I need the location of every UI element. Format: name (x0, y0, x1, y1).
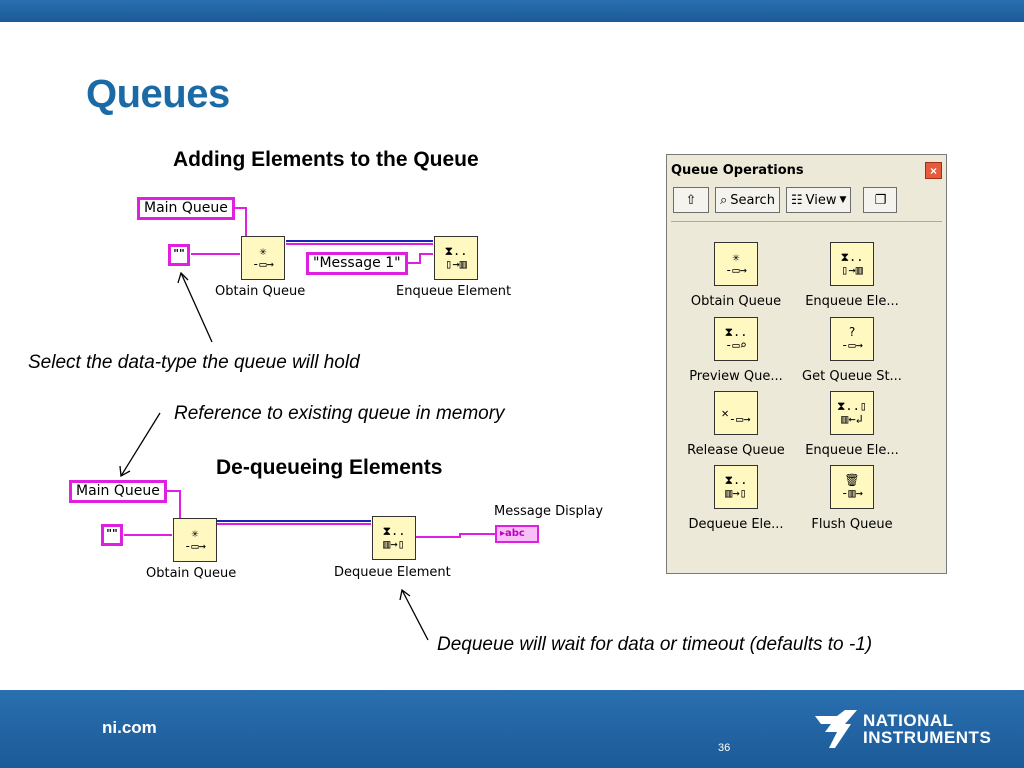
arrow-dequeue-head (399, 588, 411, 601)
dequeue-element-icon: ⧗..▥→▯ (382, 524, 406, 551)
palette-item-enqueue-element-opposite-end[interactable]: ⧗..▯▥←↲ Enqueue Ele... (794, 391, 910, 458)
view-button[interactable]: ☷ View ▼ (785, 187, 852, 213)
arrow-datatype-head (177, 271, 189, 284)
palette-item-enqueue-element[interactable]: ⧗..▯→▥ Enqueue Ele... (794, 242, 910, 309)
palette-item-label: Dequeue Ele... (688, 517, 784, 532)
message-display-label: Message Display (494, 504, 604, 519)
palette-item-label: Release Queue (687, 443, 785, 458)
dequeue-element-node[interactable]: ⧗..▥→▯ (372, 516, 416, 560)
palette-title: Queue Operations (671, 162, 804, 178)
palette-item-flush-queue[interactable]: 🗑-▥→ Flush Queue (794, 465, 910, 532)
obtain-queue-icon: ✳-▭→ (714, 242, 758, 286)
section-heading-dequeue: De-queueing Elements (216, 456, 443, 479)
palette-title-bar: Queue Operations × (667, 155, 946, 185)
dequeue-element-label: Dequeue Element (334, 565, 451, 580)
release-queue-icon: ✕-▭→ (714, 391, 758, 435)
palette-item-label: Flush Queue (811, 517, 893, 532)
national-instruments-logo: NATIONAL INSTRUMENTS (815, 710, 991, 748)
get-queue-status-icon: ?-▭→ (830, 317, 874, 361)
enqueue-element-at-opposite-end-icon: ⧗..▯▥←↲ (830, 391, 874, 435)
arrow-dequeue-line (401, 589, 429, 641)
message-constant[interactable]: "Message 1" (306, 252, 408, 275)
logo-wordmark: NATIONAL INSTRUMENTS (863, 712, 991, 746)
obtain-queue-node-bottom[interactable]: ✳-▭→ (173, 518, 217, 562)
note-dequeue: Dequeue will wait for data or timeout (d… (437, 634, 873, 655)
top-banner (0, 0, 1024, 22)
palette-body: ✳-▭→ Obtain Queue ⧗..▯→▥ Enqueue Ele... … (671, 221, 942, 569)
chevron-down-icon: ▼ (839, 195, 847, 205)
datatype-constant-bottom[interactable]: "" (101, 524, 123, 546)
palette-item-label: Enqueue Ele... (805, 294, 899, 309)
flush-queue-icon: 🗑-▥→ (830, 465, 874, 509)
ni-eagle-icon (815, 710, 857, 748)
palette-toolbar: ⇧ ⌕ Search ☷ View ▼ ❐ (667, 185, 946, 215)
note-datatype: Select the data-type the queue will hold (28, 352, 360, 373)
main-queue-constant-top[interactable]: Main Queue (137, 197, 235, 220)
footer-url: ni.com (102, 718, 157, 737)
wire-element-bottom (415, 533, 495, 538)
up-arrow-button[interactable]: ⇧ (673, 187, 709, 213)
footer-banner: ni.com 36 NATIONAL INSTRUMENTS (0, 690, 1024, 768)
palette-item-label: Enqueue Ele... (805, 443, 899, 458)
slide-title: Queues (86, 72, 230, 116)
palette-item-obtain-queue[interactable]: ✳-▭→ Obtain Queue (678, 242, 794, 309)
obtain-queue-icon: ✳-▭→ (184, 526, 206, 553)
queue-operations-palette: Queue Operations × ⇧ ⌕ Search ☷ View ▼ ❐… (666, 154, 947, 574)
logo-line2: INSTRUMENTS (863, 728, 992, 747)
palette-item-label: Obtain Queue (690, 294, 782, 309)
palette-item-label: Preview Que... (689, 369, 783, 384)
search-button-label: Search (730, 192, 775, 208)
logo-line1: NATIONAL (863, 711, 954, 730)
palette-item-get-queue-status[interactable]: ?-▭→ Get Queue St... (794, 317, 910, 384)
main-queue-constant-bottom[interactable]: Main Queue (69, 480, 167, 503)
preview-queue-icon: ⧗..-▭⌕ (714, 317, 758, 361)
arrow-reference-line (120, 412, 161, 477)
palette-item-label: Get Queue St... (802, 369, 902, 384)
dequeue-element-icon: ⧗..▥→▯ (714, 465, 758, 509)
up-arrow-icon: ⇧ (685, 192, 697, 208)
note-reference: Reference to existing queue in memory (174, 403, 505, 424)
obtain-queue-node-top[interactable]: ✳-▭→ (241, 236, 285, 280)
datatype-constant-top[interactable]: "" (168, 244, 190, 266)
arrow-reference-head (119, 465, 131, 478)
palette-item-dequeue-element[interactable]: ⧗..▥→▯ Dequeue Ele... (678, 465, 794, 532)
view-button-label: View (805, 192, 837, 208)
enqueue-element-icon: ⧗..▯→▥ (830, 242, 874, 286)
page-number: 36 (718, 742, 731, 754)
arrow-datatype-line (180, 272, 213, 343)
close-icon[interactable]: × (925, 161, 942, 179)
search-button[interactable]: ⌕ Search (715, 187, 780, 213)
enqueue-element-node[interactable]: ⧗..▯→▥ (434, 236, 478, 280)
message-display-indicator[interactable]: ▸abc (495, 525, 539, 543)
obtain-queue-label-top: Obtain Queue (215, 284, 306, 299)
search-icon: ⌕ (720, 192, 728, 208)
enqueue-element-label: Enqueue Element (396, 284, 512, 299)
obtain-queue-icon: ✳-▭→ (252, 244, 274, 271)
enqueue-element-icon: ⧗..▯→▥ (444, 244, 468, 271)
palette-item-preview-queue[interactable]: ⧗..-▭⌕ Preview Que... (678, 317, 794, 384)
restore-window-button[interactable]: ❐ (863, 187, 898, 213)
view-list-icon: ☷ (790, 192, 803, 208)
obtain-queue-label-bottom: Obtain Queue (146, 566, 237, 581)
palette-item-release-queue[interactable]: ✕-▭→ Release Queue (678, 391, 794, 458)
section-heading-add: Adding Elements to the Queue (173, 148, 479, 171)
restore-window-icon: ❐ (874, 192, 887, 208)
